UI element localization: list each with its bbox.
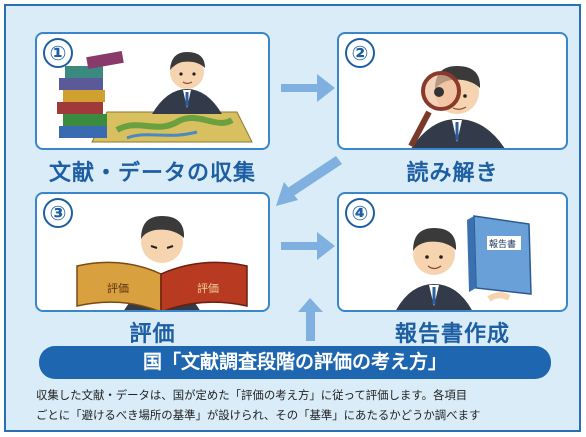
book-left-text: 評価 xyxy=(107,281,129,295)
book-right-text: 評価 xyxy=(197,281,219,295)
step-3-panel: 評価 評価 ③ xyxy=(35,192,270,312)
step-1-label: 文献・データの収集 xyxy=(48,161,256,186)
magnifier-illustration xyxy=(408,66,505,148)
arrow-banner-to-4 xyxy=(298,298,323,341)
step-3-label: 評価 xyxy=(129,322,176,347)
arrow-2-to-3 xyxy=(276,156,342,206)
step-4-label: 報告書作成 xyxy=(394,322,510,347)
flow-arrows xyxy=(276,74,342,341)
step-1-panel: ① xyxy=(35,32,270,150)
report-cover-text: 報告書 xyxy=(489,238,516,250)
arrow-3-to-4 xyxy=(281,232,335,260)
evaluation-guideline-banner: 国「文献調査段階の評価の考え方」 xyxy=(39,346,551,379)
step-2-number: ② xyxy=(345,38,375,68)
collecting-illustration xyxy=(57,50,253,143)
step-3-number: ③ xyxy=(43,198,73,228)
description-text: 収集した文献・データは、国が定めた「評価の考え方」に従って評価します。各項目 ご… xyxy=(36,385,566,425)
report-illustration: 報告書 xyxy=(396,215,532,310)
diagram-frame: ① 文献・データの収集 ② 読み解き 評価 xyxy=(4,4,581,432)
description-line-1: 収集した文献・データは、国が定めた「評価の考え方」に従って評価します。各項目 xyxy=(36,388,468,402)
description-line-2: ごとに「避けるべき場所の基準」が設けられ、その「基準」にあたるかどうか調べます xyxy=(36,408,481,422)
arrow-1-to-2 xyxy=(281,74,335,102)
step-2-panel: ② xyxy=(337,32,568,150)
step-2-label: 読み解き xyxy=(406,161,499,186)
step-1-number: ① xyxy=(43,38,73,68)
step-4-panel: 報告書 ④ xyxy=(337,192,568,312)
step-4-number: ④ xyxy=(345,198,375,228)
evaluating-illustration: 評価 評価 xyxy=(76,216,248,310)
